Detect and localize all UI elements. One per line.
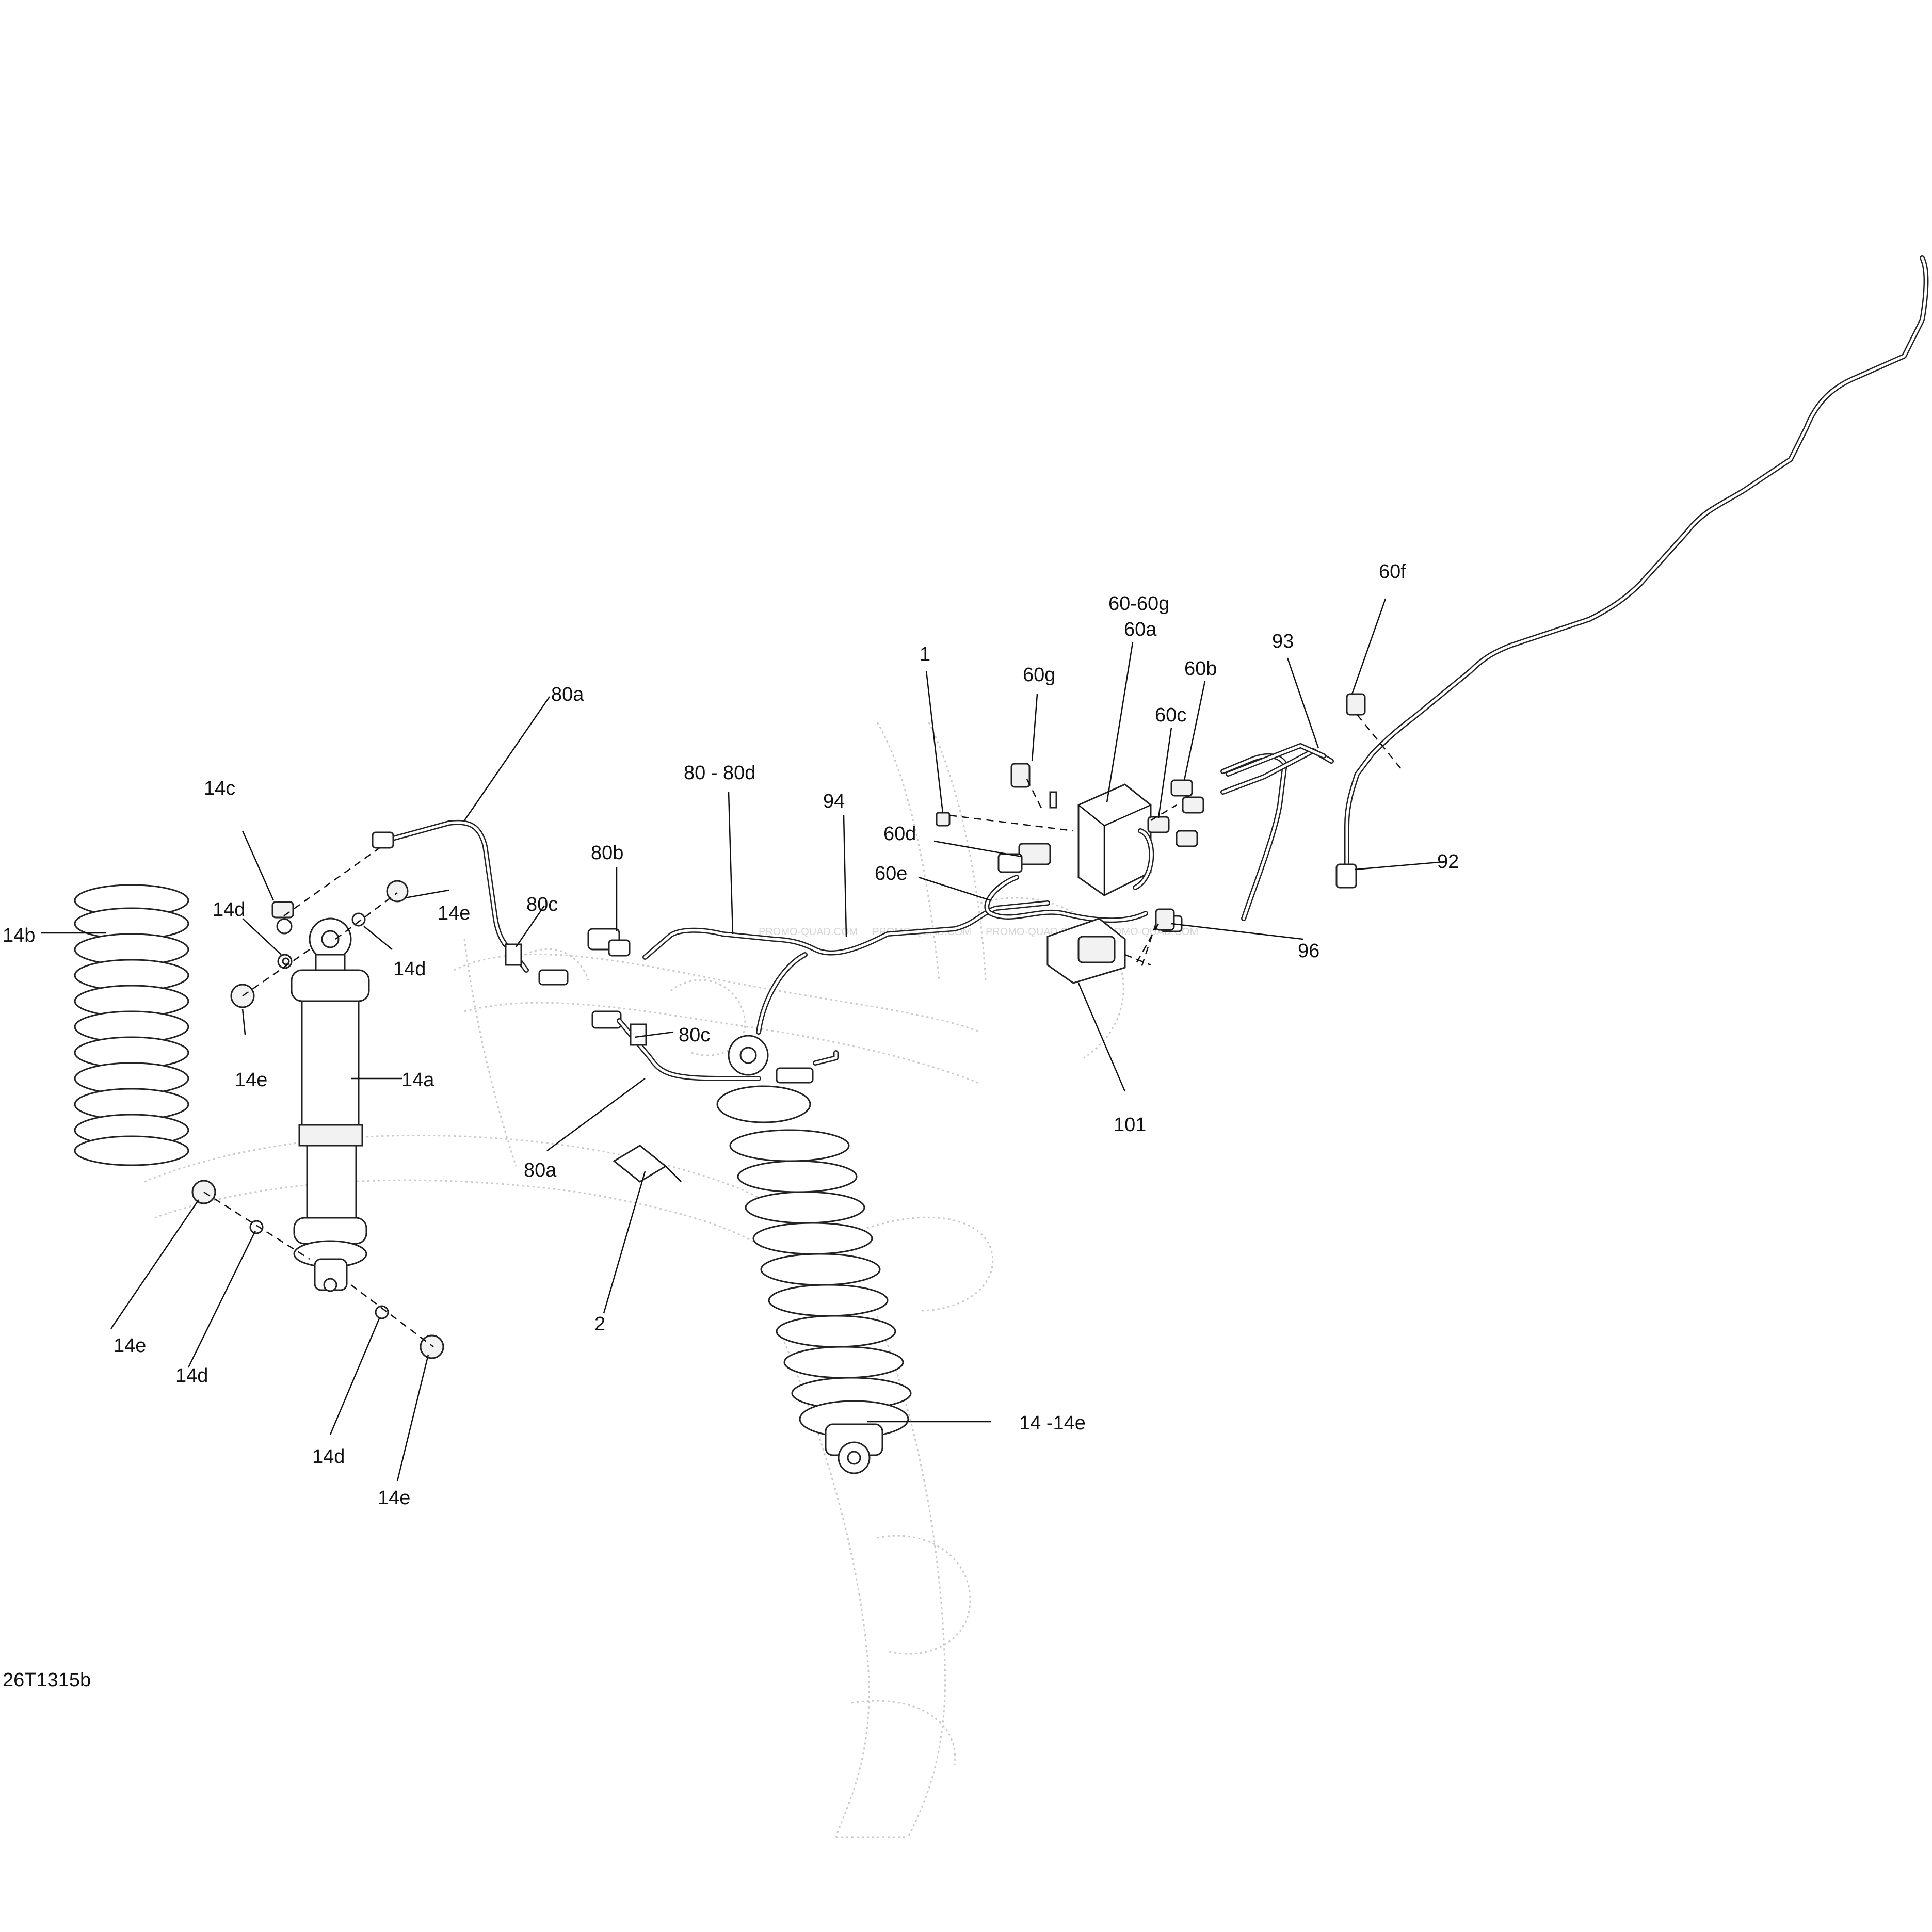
shock-assembly-14 [716, 1035, 912, 1474]
diagram-code: 26T1315b [3, 1669, 91, 1691]
callout-60-60g: 60-60g [1108, 593, 1169, 615]
callout-2: 2 [594, 1313, 605, 1335]
watermark: PROMO-QUAD.COM PROMO-QUAD.COM PROMO-QUAD… [759, 926, 1198, 938]
callout-14c: 14c [204, 778, 235, 799]
callout-96: 96 [1298, 940, 1319, 962]
callout-94: 94 [823, 791, 845, 812]
callout-60e: 60e [875, 863, 907, 884]
background-frame-ghost [144, 722, 1124, 1838]
coil-spring-14b [74, 884, 189, 1166]
callout-14b: 14b [3, 925, 35, 946]
fitting-14c [271, 901, 294, 919]
callout-80c-top: 80c [526, 894, 558, 915]
hose-80a-bottom [617, 1018, 761, 1081]
callout-60a: 60a [1124, 619, 1157, 640]
callout-80b: 80b [591, 842, 623, 864]
callout-80a-top: 80a [551, 684, 584, 705]
svg-text:PROMO-QUAD.COM: PROMO-QUAD.COM [759, 926, 858, 938]
hose-80-80d [642, 900, 1050, 1066]
callout-14e-top: 14e [438, 903, 470, 924]
callout-14e-mid: 14e [235, 1069, 267, 1091]
shock-absorber-14a [291, 917, 370, 1292]
callout-92: 92 [1437, 851, 1459, 873]
bushing-14e-low [420, 1334, 444, 1359]
callout-60g: 60g [1023, 664, 1055, 686]
leader-lines [41, 598, 1445, 1482]
washer-14d-low [375, 1305, 389, 1319]
callout-93: 93 [1272, 631, 1294, 652]
callout-60c: 60c [1155, 704, 1186, 726]
washer-14d-mid [351, 912, 366, 927]
fittings-60b-60c [1147, 779, 1204, 847]
callout-60b: 60b [1184, 658, 1217, 680]
callout-60d: 60d [883, 823, 916, 845]
callout-14d-top: 14d [213, 899, 245, 921]
callout-14-14e: 14 -14e [1019, 1412, 1086, 1434]
hose-80a-top [372, 819, 569, 986]
fitting-96 [1155, 908, 1175, 931]
callout-14d-low-left: 14d [175, 1365, 208, 1387]
assembly-lines-left [203, 845, 434, 1347]
callout-80a-bot: 80a [524, 1160, 557, 1181]
callout-14e-low: 14e [378, 1487, 410, 1509]
bushing-14e-top [386, 880, 409, 903]
bracket-2 [613, 1145, 682, 1183]
callout-14e-low-left: 14e [114, 1335, 146, 1357]
callout-80c-bot: 80c [679, 1024, 710, 1046]
callout-1: 1 [920, 643, 930, 665]
callout-14d-low: 14d [312, 1446, 345, 1468]
washer-14d-low-left [249, 1220, 264, 1234]
callout-80-80d: 80 - 80d [684, 762, 755, 784]
fitting-60f [1346, 693, 1366, 716]
callout-60f: 60f [1379, 561, 1406, 583]
callout-14a: 14a [401, 1069, 434, 1091]
callout-101: 101 [1114, 1114, 1146, 1136]
callout-labels: 14c 14d 14b 14e 14d 14e 14a 80a 80c 80b … [3, 561, 1459, 1691]
callout-14d-mid: 14d [393, 958, 426, 980]
hose-60e [984, 743, 1334, 932]
valve-block-60a [997, 783, 1154, 896]
hose-92 [1134, 255, 1929, 965]
top-small-parts [936, 763, 1074, 832]
fittings-80b [587, 928, 631, 1029]
